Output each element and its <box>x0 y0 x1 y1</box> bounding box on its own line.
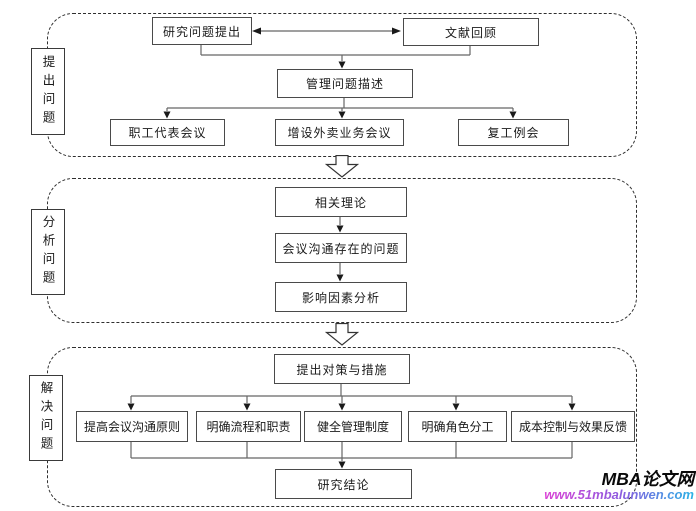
node-communication-principles: 提高会议沟通原则 <box>76 411 188 442</box>
node-process-duties: 明确流程和职责 <box>196 411 301 442</box>
node-communication-problems: 会议沟通存在的问题 <box>275 233 407 263</box>
watermark-brand: MBA论文网 <box>601 469 694 489</box>
node-cost-feedback: 成本控制与效果反馈 <box>511 411 635 442</box>
node-research-question: 研究问题提出 <box>152 17 252 45</box>
node-conclusion: 研究结论 <box>275 469 412 499</box>
section-label-analyze-problem: 分析问题 <box>31 209 65 295</box>
node-management-system: 健全管理制度 <box>304 411 402 442</box>
node-related-theory: 相关理论 <box>275 187 407 217</box>
node-resumption-meeting: 复工例会 <box>458 119 569 146</box>
node-countermeasures: 提出对策与措施 <box>274 354 410 384</box>
node-role-division: 明确角色分工 <box>408 411 507 442</box>
section-transition-arrow-2 <box>325 323 359 346</box>
node-takeout-meeting: 增设外卖业务会议 <box>275 119 404 146</box>
section-label-solve-problem: 解决问题 <box>29 375 63 461</box>
section-transition-arrow-1 <box>325 155 359 178</box>
section-label-raise-problem: 提出问题 <box>31 48 65 135</box>
node-management-problem: 管理问题描述 <box>277 69 413 98</box>
node-staff-meeting: 职工代表会议 <box>110 119 225 146</box>
node-literature-review: 文献回顾 <box>403 18 539 46</box>
watermark-url: www.51mbalunwen.com <box>444 487 694 502</box>
node-factor-analysis: 影响因素分析 <box>275 282 407 312</box>
